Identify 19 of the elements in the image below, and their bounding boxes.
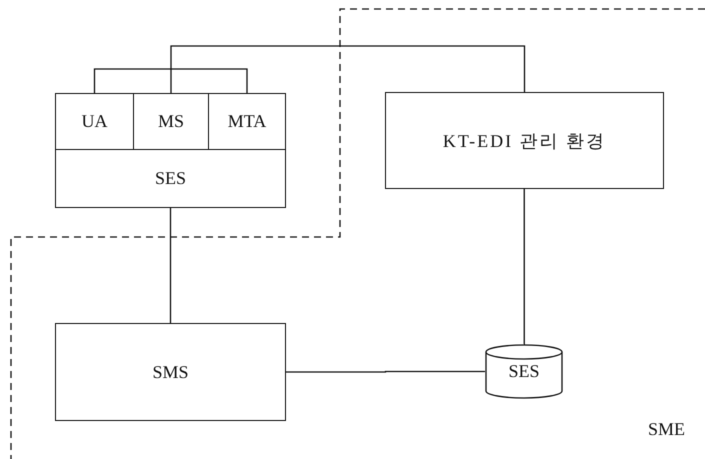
process-box bbox=[55, 93, 134, 150]
process-box bbox=[385, 92, 664, 189]
connector-line bbox=[523, 188, 526, 345]
process-box bbox=[55, 149, 286, 208]
node-label: SMS bbox=[152, 362, 189, 382]
node-label: MS bbox=[158, 111, 184, 132]
storage-cylinder bbox=[485, 344, 563, 399]
node-label: UA bbox=[82, 111, 108, 132]
connector-line bbox=[170, 45, 526, 93]
node-label: SES bbox=[154, 168, 186, 189]
process-box bbox=[55, 323, 286, 421]
connector-line bbox=[170, 208, 172, 323]
node-label: KT-EDI 관리 환경 bbox=[442, 130, 606, 152]
connector-line bbox=[286, 370, 485, 373]
region-label: SME bbox=[648, 419, 686, 440]
process-box bbox=[208, 93, 286, 150]
node-label: MTA bbox=[228, 111, 266, 132]
connector-line bbox=[94, 68, 248, 93]
node-label: SES bbox=[508, 361, 540, 382]
